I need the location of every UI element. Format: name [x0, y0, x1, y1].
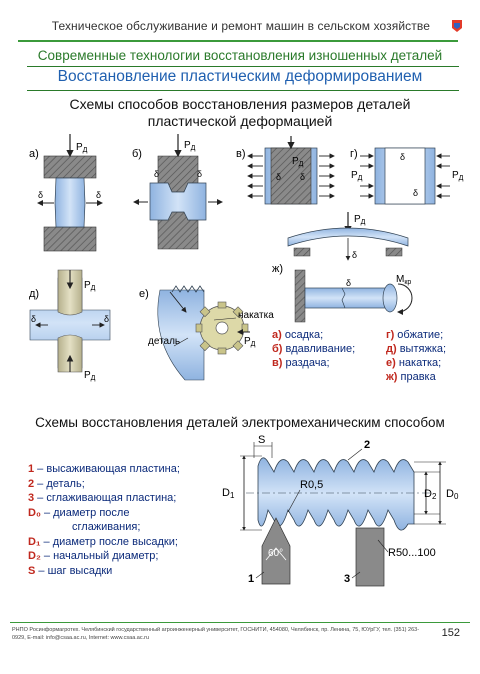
section2-title: Схемы восстановления деталей электромеха…: [35, 415, 445, 430]
section1-title-line1: Схемы способов восстановления размеров д…: [69, 96, 411, 112]
dim-r50: R50...100: [388, 547, 436, 559]
delta-zh2: δ: [346, 278, 351, 288]
heading-rule: [27, 90, 459, 91]
scheme-d: д) РД РД δ δ: [29, 269, 111, 382]
scheme-v: в) РД δ δ: [236, 136, 335, 205]
subtitle-rule: [27, 66, 459, 67]
delta-b1: δ: [154, 169, 159, 179]
delta-v1: δ: [276, 172, 281, 182]
delta-b2: δ: [197, 169, 202, 179]
force-a: РД: [76, 142, 88, 154]
delta-d1: δ: [31, 314, 36, 324]
label-2: 2: [364, 439, 370, 451]
legend2-item-3: 3 – сглаживающая пластина;: [28, 492, 177, 504]
page-header: Техническое обслуживание и ремонт машин …: [18, 10, 472, 42]
label-1: 1: [248, 573, 254, 585]
section1-title-line2: пластической деформацией: [147, 113, 333, 129]
legend-item-b: б) вдавливание;: [272, 343, 356, 355]
legend2-item-2: 2 – деталь;: [28, 477, 85, 490]
legend2-item-d0: D₀ – диаметр после: [28, 506, 130, 519]
scheme-g: г) РД РД δ δ: [350, 147, 464, 205]
force-v: РД: [292, 156, 304, 168]
em-diagram: S 2 D1 D2 D0 R0,5 60° 1 R50...100 3: [222, 434, 459, 587]
footer-rule: [10, 622, 470, 623]
legend2-item-d1: D₁ – диаметр после высадки;: [28, 535, 178, 548]
label-d: д): [29, 288, 39, 300]
label-3: 3: [344, 573, 350, 585]
delta-d2: δ: [104, 314, 109, 324]
label-zh: ж): [272, 263, 283, 275]
delta-g1: δ: [400, 152, 405, 162]
scheme-e: е) накатка деталь РД: [139, 285, 274, 381]
dim-angle: 60°: [268, 548, 283, 559]
dim-s: S: [258, 434, 265, 446]
delta-a1: δ: [38, 190, 43, 200]
legend-item-e: е) накатка;: [386, 357, 442, 369]
legend2-item-d2: D₂ – начальный диаметр;: [28, 550, 159, 562]
legend2-item-d0-cont: сглаживания;: [72, 521, 141, 533]
force-d2: РД: [84, 370, 96, 382]
delta-zh1: δ: [352, 250, 357, 260]
label-g: г): [350, 148, 358, 160]
schemes-diagram: а) РД δ δ б) РД δ δ в) РД: [29, 134, 464, 587]
force-zh: РД: [354, 214, 366, 226]
force-g2: РД: [452, 170, 464, 182]
part-label: деталь: [148, 336, 180, 347]
page-number: 152: [441, 627, 460, 639]
label-a: а): [29, 148, 39, 160]
dim-d2: D2: [424, 488, 437, 501]
legend-item-zh: ж) правка: [386, 371, 436, 383]
dim-d0: D0: [446, 488, 459, 501]
label-v: в): [236, 148, 246, 160]
moment-zh: Мкр: [396, 274, 411, 286]
force-d1: РД: [84, 280, 96, 292]
footer-text: РНПО Росинформагротех. Челябинский госуд…: [12, 627, 420, 641]
section1-legend: а) осадка; б) вдавливание; в) раздача; г…: [272, 328, 472, 384]
section1-title: Схемы способов восстановления размеров д…: [0, 96, 480, 130]
heading: Восстановление пластическим деформирован…: [57, 68, 423, 85]
legend-item-a: а) осадка;: [272, 329, 324, 341]
logo-icon: [450, 18, 464, 34]
label-b: б): [132, 148, 142, 160]
legend2-item-s: S – шаг высадки: [28, 564, 113, 577]
subtitle: Современные технологии восстановления из…: [37, 48, 443, 63]
legend-item-d: д) вытяжка;: [386, 343, 447, 355]
tool-label: накатка: [238, 310, 274, 321]
delta-a2: δ: [96, 190, 101, 200]
delta-v2: δ: [300, 172, 305, 182]
scheme-a: а) РД δ δ: [29, 134, 103, 252]
header-title: Техническое обслуживание и ремонт машин …: [51, 19, 430, 33]
knurl-wheel: [195, 301, 249, 355]
force-g1: РД: [351, 170, 363, 182]
force-e: РД: [244, 336, 256, 348]
label-e: е): [139, 288, 149, 300]
dim-d1: D1: [222, 487, 235, 500]
scheme-zh: РД δ ж) Мкр δ: [272, 212, 413, 323]
legend2-item-1: 1 – высаживающая пластина;: [28, 463, 180, 475]
header-rule: [18, 40, 458, 42]
legend-item-v: в) раздача;: [272, 357, 330, 369]
dim-r05: R0,5: [300, 479, 323, 491]
scheme-b: б) РД δ δ: [132, 134, 223, 250]
section2-legend: 1 – высаживающая пластина; 2 – деталь; 3…: [28, 462, 228, 578]
legend-item-g: г) обжатие;: [386, 329, 444, 341]
delta-g2: δ: [413, 188, 418, 198]
force-b: РД: [184, 140, 196, 152]
